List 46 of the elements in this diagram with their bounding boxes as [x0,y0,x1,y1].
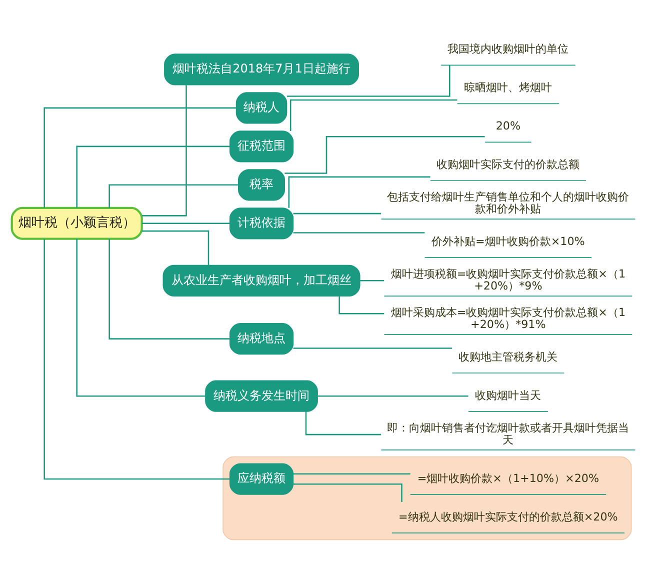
cluster [222,456,632,540]
node-box: 纳税义务发生时间 [205,380,318,412]
connector [305,411,381,435]
connector [293,483,402,502]
node-box: 税率 [238,168,286,200]
connector [108,238,230,339]
node-text: 价外补贴=烟叶收购价款×10% [432,234,585,248]
connector [290,98,458,130]
node-box: 计税依据 [229,207,294,239]
connector [142,222,230,224]
node-text: =纳税人收购烟叶实际支付的价款总额×20% [398,510,618,523]
connector [142,230,210,265]
node-text: 烟叶进项税额=收购烟叶实际支付价款总额×（1+20%）*9% [390,267,626,292]
connector [286,64,450,96]
connector [44,106,236,208]
node-text: 晾晒烟叶、烤烟叶 [464,80,552,94]
connector [293,232,425,233]
connector [293,212,382,214]
node-text: 我国境内收购烟叶的单位 [448,42,569,56]
connector [142,84,187,216]
connector [76,238,206,396]
node-box: 烟叶税法自2018年7月1日起施行 [164,53,359,85]
node-text: 收购烟叶实际支付的价款总额 [436,158,580,171]
connector [284,135,485,174]
node-text: 烟叶采购成本=收购烟叶实际支付价款总额×（1+20%）*91% [390,306,626,331]
node-text: 20% [496,119,521,132]
node-text: 包括支付给烟叶生产销售单位和个人的烟叶收购价款和价外补贴 [387,190,630,216]
node-box: 烟叶税（小颖言税） [10,206,143,240]
connector [293,347,452,348]
node-box: 征税范围 [229,130,294,162]
connector [318,394,468,396]
node-text: 收购烟叶当天 [475,388,542,402]
node-box: 从农业生产者收购烟叶，加工烟丝 [162,264,360,296]
connector [76,145,230,208]
node-box: 应纳税额 [229,462,294,494]
connector [360,280,384,281]
connector [338,296,384,314]
node-box: 纳税地点 [229,322,294,354]
node-box: 纳税人 [236,92,288,124]
node-text: 即：向烟叶销售者付讫烟叶款或者开具烟叶凭据当天 [387,420,630,446]
connector [293,472,410,474]
connector [288,176,430,208]
connector [44,238,230,480]
node-text: 收购地主管税务机关 [458,350,558,364]
connector [108,184,238,208]
node-text: =烟叶收购价款×（1+10%）×20% [417,471,600,484]
